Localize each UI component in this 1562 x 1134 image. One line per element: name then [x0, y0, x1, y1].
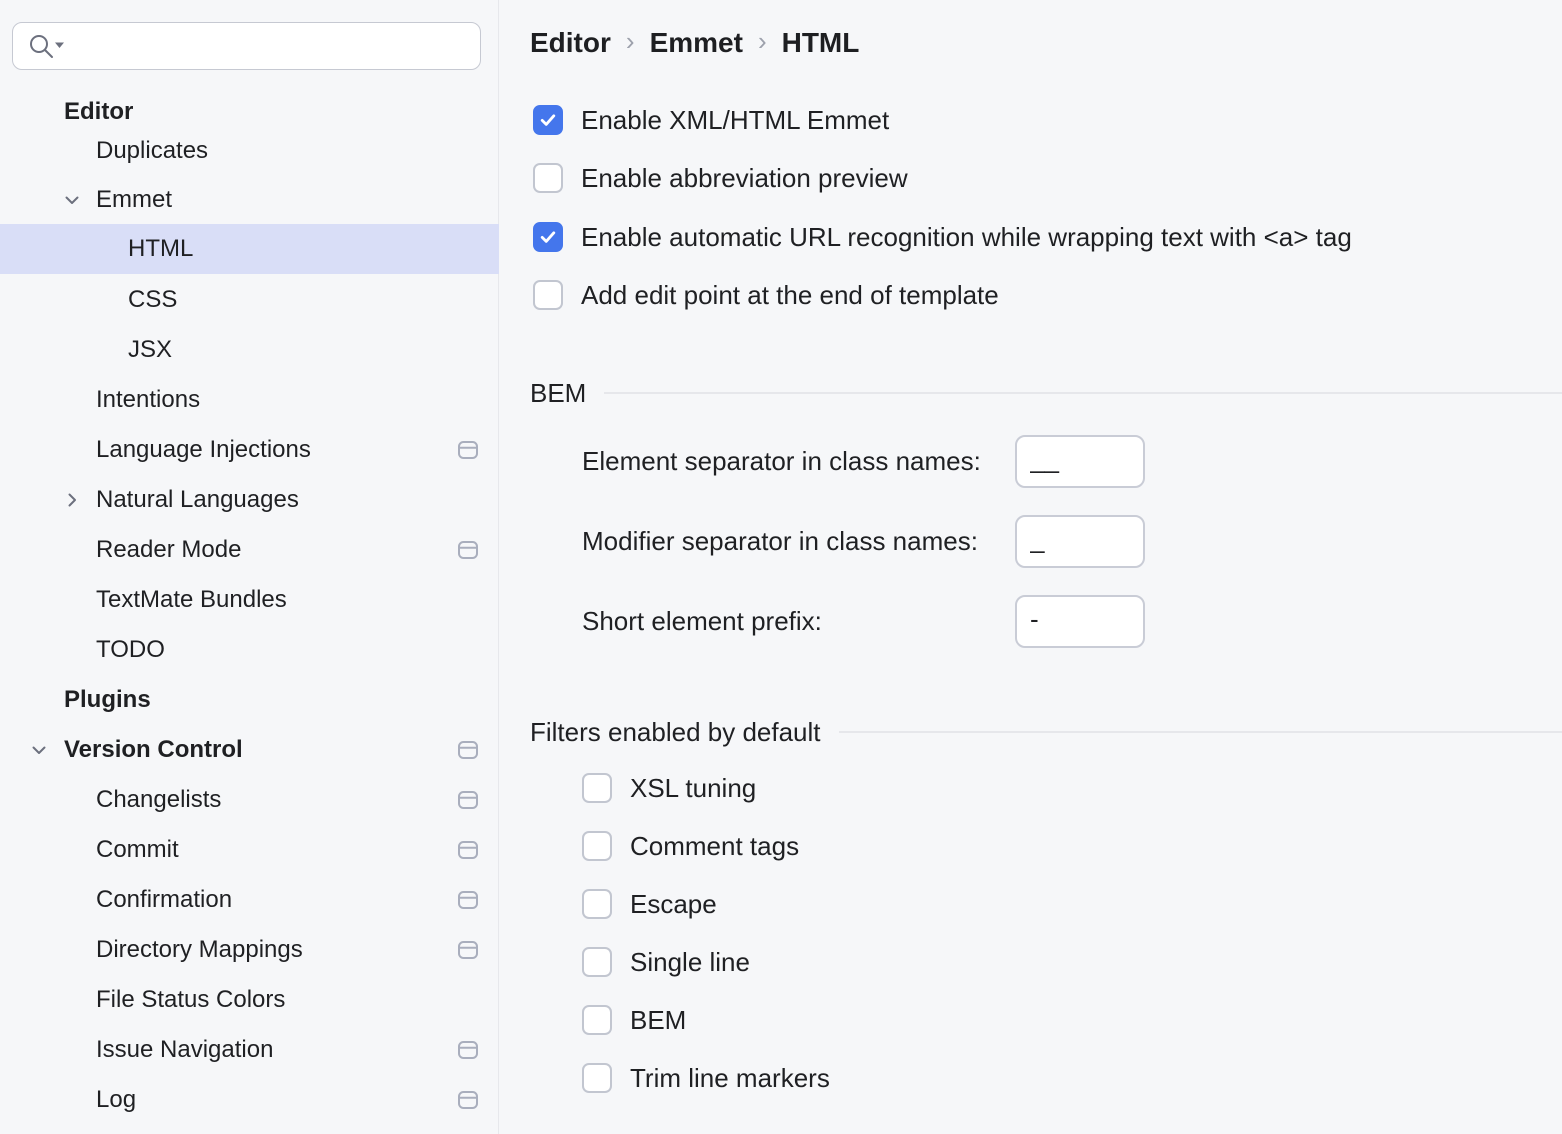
window-icon	[458, 541, 478, 559]
field-row-element-separator: Element separator in class names:	[582, 435, 1145, 488]
sidebar-item-html[interactable]: HTML	[0, 224, 499, 274]
search-history-arrow-icon	[55, 42, 64, 48]
settings-search[interactable]	[12, 22, 481, 70]
element-separator-input[interactable]	[1015, 435, 1145, 488]
sidebar-item-editor[interactable]: Editor	[64, 98, 134, 125]
section-divider	[604, 392, 1562, 394]
checkbox-checked[interactable]	[533, 105, 563, 135]
section-title: Filters enabled by default	[530, 716, 821, 747]
bem-section-header: BEM	[530, 377, 1562, 409]
window-icon	[458, 441, 478, 459]
sidebar-item-log[interactable]: Log	[0, 1075, 499, 1125]
breadcrumb-separator-icon: ›	[757, 26, 767, 56]
section-title: BEM	[530, 377, 587, 408]
sidebar-item-plugins[interactable]: Plugins	[64, 686, 151, 713]
checkbox-unchecked[interactable]	[582, 773, 612, 803]
sidebar-item-intentions[interactable]: Intentions	[96, 386, 201, 413]
search-input[interactable]	[76, 26, 480, 66]
breadcrumb-html: HTML	[781, 26, 860, 58]
sidebar-item-issue-navigation[interactable]: Issue Navigation	[0, 1025, 499, 1075]
checkbox-unchecked[interactable]	[582, 831, 612, 861]
window-icon	[458, 891, 478, 909]
checkbox-row-single-line[interactable]: Single line	[582, 947, 750, 977]
checkbox-unchecked[interactable]	[533, 163, 563, 193]
window-icon	[458, 1041, 478, 1059]
checkbox-unchecked[interactable]	[533, 280, 563, 310]
search-icon	[30, 35, 64, 58]
checkbox-unchecked[interactable]	[582, 889, 612, 919]
window-icon	[458, 741, 478, 759]
checkbox-unchecked[interactable]	[582, 1063, 612, 1093]
checkbox-row-trim-line-markers[interactable]: Trim line markers	[582, 1063, 830, 1093]
breadcrumb-emmet[interactable]: Emmet	[649, 26, 743, 58]
sidebar-item-language-injections[interactable]: Language Injections	[0, 425, 499, 475]
sidebar-item-commit[interactable]: Commit	[0, 825, 499, 875]
checkbox-row-add-edit-point[interactable]: Add edit point at the end of template	[533, 280, 999, 310]
checkbox-unchecked[interactable]	[582, 1005, 612, 1035]
checkbox-row-enable-url-recognition[interactable]: Enable automatic URL recognition while w…	[533, 222, 1352, 252]
filters-section-header: Filters enabled by default	[530, 716, 1562, 748]
sidebar-item-textmate-bundles[interactable]: TextMate Bundles	[96, 586, 287, 613]
sidebar-item-reader-mode[interactable]: Reader Mode	[0, 525, 499, 575]
breadcrumb: Editor › Emmet › HTML	[530, 26, 859, 59]
checkbox-row-escape[interactable]: Escape	[582, 889, 717, 919]
sidebar-item-file-status-colors[interactable]: File Status Colors	[96, 986, 286, 1013]
checkbox-row-bem[interactable]: BEM	[582, 1005, 686, 1035]
window-icon	[458, 791, 478, 809]
checkbox-row-xsl-tuning[interactable]: XSL tuning	[582, 773, 756, 803]
breadcrumb-separator-icon: ›	[625, 26, 635, 56]
section-divider	[838, 731, 1562, 733]
sidebar-item-version-control[interactable]: Version Control	[0, 725, 499, 775]
sidebar-item-jsx[interactable]: JSX	[128, 336, 173, 363]
window-icon	[458, 941, 478, 959]
modifier-separator-input[interactable]	[1015, 515, 1145, 568]
sidebar-item-directory-mappings[interactable]: Directory Mappings	[0, 925, 499, 975]
field-row-modifier-separator: Modifier separator in class names:	[582, 515, 1145, 568]
short-element-prefix-input[interactable]	[1015, 595, 1145, 648]
checkbox-unchecked[interactable]	[582, 947, 612, 977]
checkmark-icon	[540, 114, 556, 126]
checkbox-row-enable-abbreviation-preview[interactable]: Enable abbreviation preview	[533, 163, 908, 193]
sidebar-item-changelists[interactable]: Changelists	[0, 775, 499, 825]
checkbox-row-comment-tags[interactable]: Comment tags	[582, 831, 799, 861]
checkmark-icon	[540, 231, 556, 243]
chevron-down-icon[interactable]	[61, 189, 83, 211]
sidebar-item-emmet[interactable]: Emmet	[0, 175, 499, 225]
window-icon	[458, 1091, 478, 1109]
chevron-down-icon[interactable]	[28, 739, 50, 761]
sidebar-item-css[interactable]: CSS	[128, 286, 178, 313]
checkbox-checked[interactable]	[533, 222, 563, 252]
window-icon	[458, 841, 478, 859]
settings-page-emmet-html: Editor › Emmet › HTML Enable XML/HTML Em…	[500, 0, 1562, 1134]
checkbox-row-enable-xml-html-emmet[interactable]: Enable XML/HTML Emmet	[533, 105, 889, 135]
sidebar-item-natural-languages[interactable]: Natural Languages	[0, 475, 499, 525]
sidebar-item-confirmation[interactable]: Confirmation	[0, 875, 499, 925]
settings-sidebar: Editor Duplicates Emmet HTML CSS JSX Int…	[0, 0, 499, 1134]
sidebar-item-duplicates[interactable]: Duplicates	[96, 137, 209, 164]
chevron-right-icon[interactable]	[61, 489, 83, 511]
sidebar-item-todo[interactable]: TODO	[96, 636, 165, 663]
breadcrumb-editor[interactable]: Editor	[530, 26, 611, 58]
field-row-short-element-prefix: Short element prefix:	[582, 595, 1145, 648]
